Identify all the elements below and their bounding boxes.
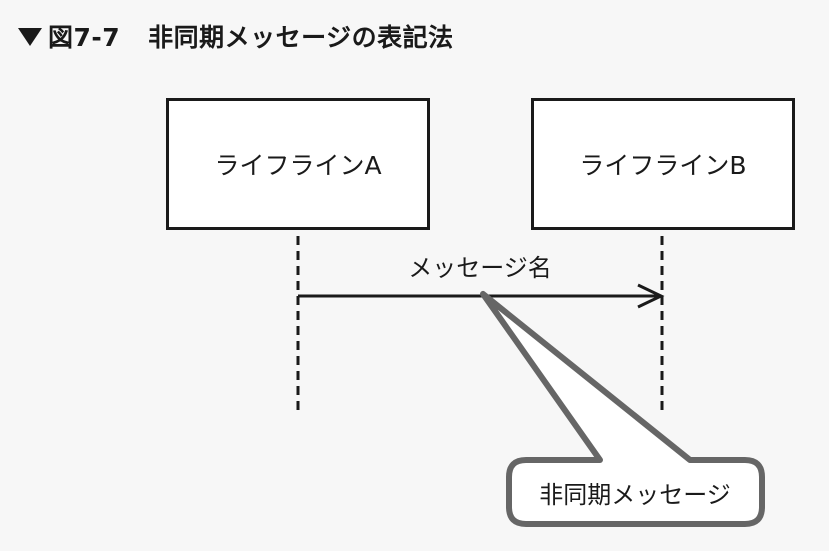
- lifeline-a-label: ライフラインA: [214, 151, 382, 180]
- open-arrowhead-icon: [637, 283, 665, 309]
- message-label: メッセージ名: [408, 254, 552, 282]
- figure-label: 図7-7: [48, 23, 121, 52]
- lifeline-b-box: ライフラインB: [531, 98, 795, 230]
- callout-bubble: [480, 291, 765, 527]
- lifeline-a-box: ライフラインA: [166, 98, 430, 230]
- figure-title: 図7-7 非同期メッセージの表記法: [18, 16, 454, 56]
- lifeline-b-label: ライフラインB: [579, 151, 747, 180]
- figure-title-text: 非同期メッセージの表記法: [148, 23, 454, 52]
- callout-text: 非同期メッセージ: [539, 480, 731, 509]
- triangle-down-icon: [18, 28, 42, 46]
